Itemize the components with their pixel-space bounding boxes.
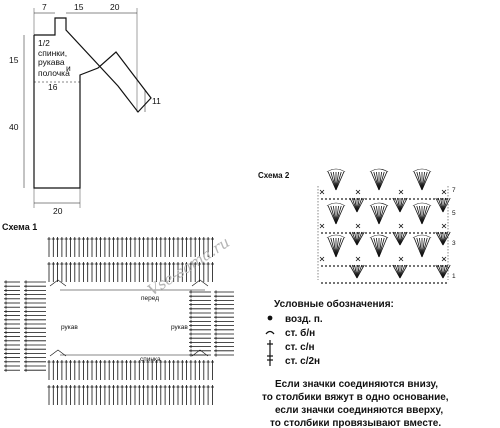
- legend-item-chain: возд. п.: [285, 314, 323, 325]
- dim-top-right: 20: [110, 2, 120, 12]
- panel-label-3: рукава: [38, 57, 65, 67]
- schema2-stitches: [317, 168, 451, 284]
- dim-left-lower: 40: [9, 122, 19, 132]
- label-back: спинка: [140, 356, 161, 363]
- dim-right-cuff: 11: [152, 96, 161, 106]
- row-number-5: 5: [452, 210, 456, 217]
- dim-bottom: 20: [53, 206, 63, 216]
- panel-label-5: полочка: [38, 68, 70, 78]
- schema1-title: Схема 1: [2, 222, 37, 232]
- legend-note-2: то столбики вяжут в одно основание,: [262, 391, 449, 403]
- schema1-frame: [60, 289, 205, 356]
- dim-top-left: 7: [42, 2, 47, 12]
- legend-note-4: то столбики провязывают вместе.: [270, 417, 441, 428]
- legend-note-3: если значки соединяются вверху,: [275, 405, 443, 416]
- schema2-title: Схема 2: [258, 171, 290, 180]
- dot-icon: [267, 315, 273, 321]
- dim-top-mid: 15: [74, 2, 84, 12]
- schema1-stitches: [4, 237, 234, 405]
- watermark: Vse-sama.ru: [144, 233, 233, 299]
- panel-label-1: 1/2: [38, 38, 50, 48]
- arc-icon: [265, 330, 275, 335]
- panel-label-4: и: [66, 63, 71, 73]
- row-number-3: 3: [452, 240, 456, 247]
- dim-inner: 16: [48, 82, 58, 92]
- legend-title: Условные обозначения:: [274, 298, 394, 310]
- legend-item-sc: ст. б/н: [285, 327, 315, 339]
- dim-left-upper: 15: [9, 55, 19, 65]
- legend-item-dc: ст. с/н: [285, 342, 315, 353]
- dc2-icon: [267, 352, 273, 366]
- pattern-labels: 7 15 20 15 40 11 16 20 1/2 спинки, рукав…: [9, 2, 161, 216]
- pattern-drawing: [23, 8, 152, 208]
- legend-note-1: Если значки соединяются внизу,: [275, 379, 438, 390]
- legend-item-dc2: ст. с/2н: [285, 356, 320, 367]
- pattern-outline: [33, 17, 152, 189]
- label-front: перед: [141, 295, 159, 302]
- panel-label-2: спинки,: [38, 48, 67, 58]
- row-number-7: 7: [452, 187, 456, 194]
- label-sleeve-right: рукав: [171, 324, 188, 331]
- dc-icon: [267, 340, 273, 352]
- row-number-1: 1: [452, 273, 456, 280]
- label-sleeve-left: рукав: [61, 324, 78, 331]
